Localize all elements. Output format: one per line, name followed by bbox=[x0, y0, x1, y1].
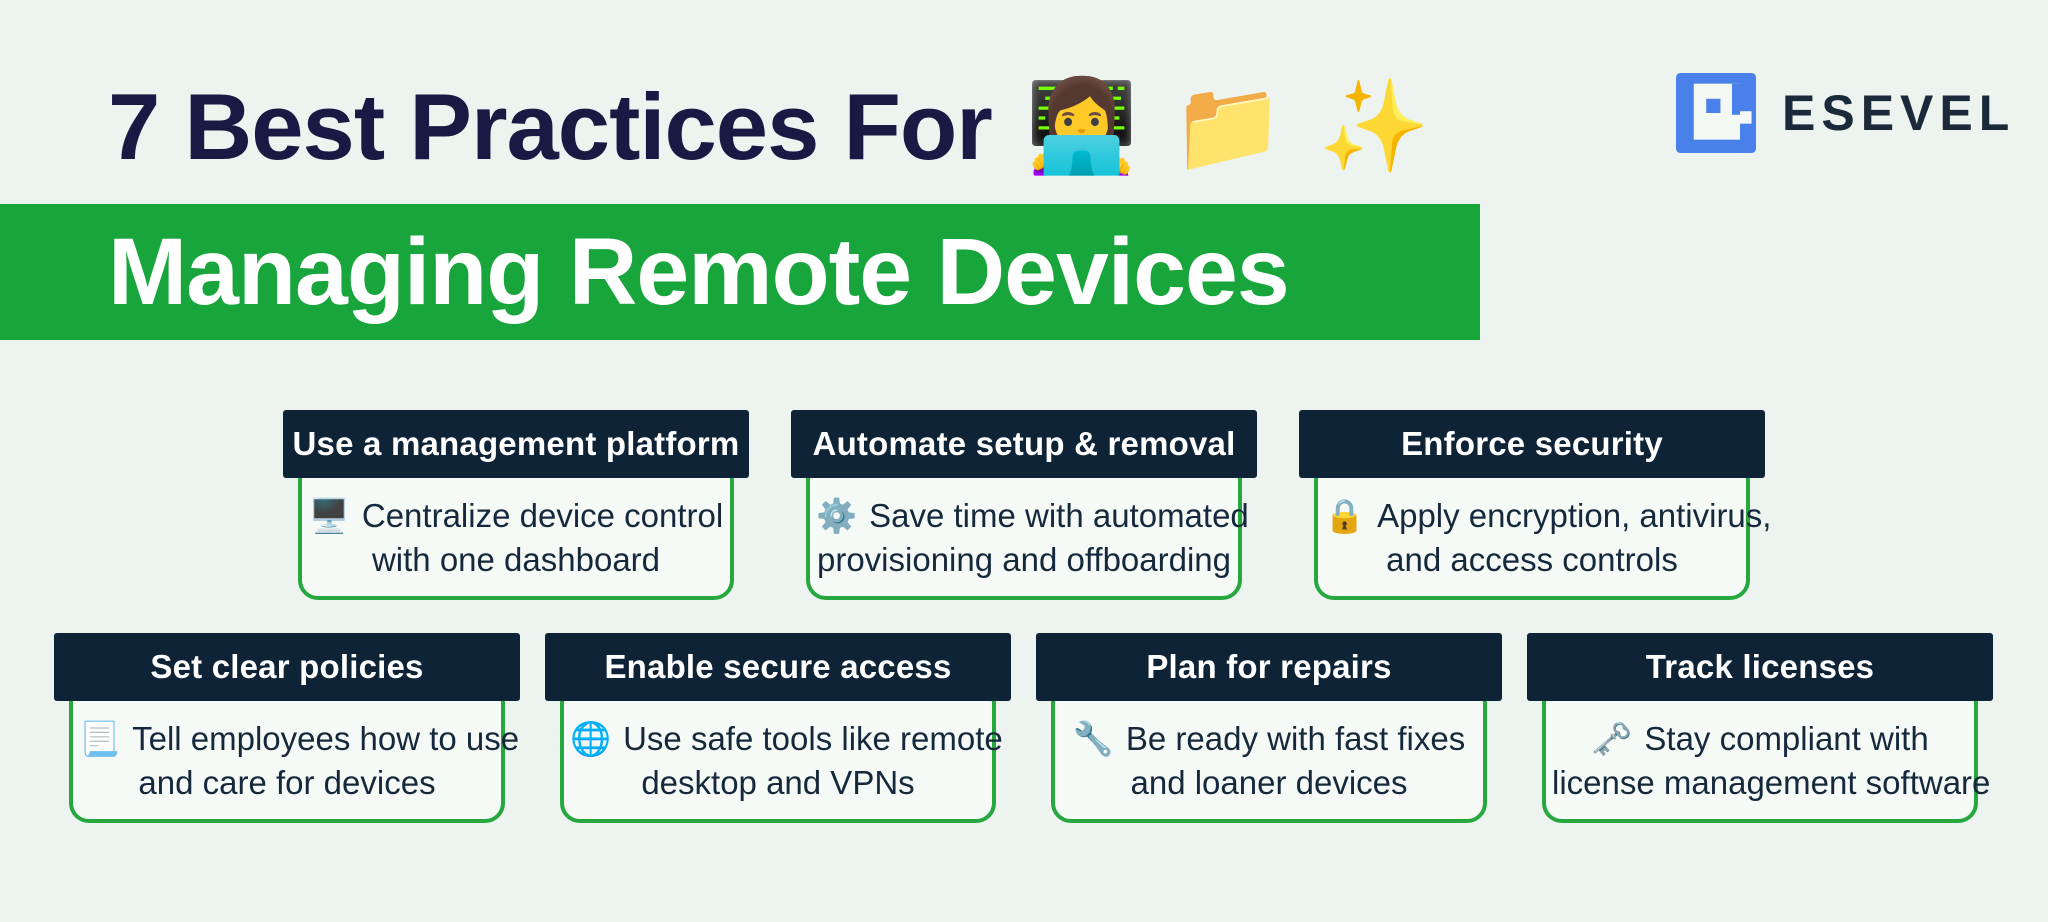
card-text-line: 🌐 Use safe tools like remote bbox=[570, 717, 1003, 761]
card-track-licenses: Track licenses 🗝️ Stay compliant with lic… bbox=[1527, 633, 1993, 823]
card-text-line: provisioning and offboarding bbox=[816, 541, 1232, 578]
gear-icon: ⚙️ bbox=[816, 497, 858, 534]
card-text-line: ⚙️ Save time with automated bbox=[816, 494, 1249, 538]
folder-icon: 📁 bbox=[1171, 77, 1285, 177]
card-body: 🌐 Use safe tools like remote desktop and … bbox=[560, 683, 1003, 823]
card-body: 📃 Tell employees how to use and care for … bbox=[69, 683, 519, 823]
card-body: 🗝️ Stay compliant with license management… bbox=[1542, 683, 1991, 823]
card-text-line: with one dashboard bbox=[371, 541, 661, 578]
card-text: Save time with automated bbox=[869, 497, 1249, 534]
cards-row-1: Use a management platform 🖥️ Centralize d… bbox=[283, 410, 1771, 600]
wrench-icon: 🔧 bbox=[1072, 720, 1114, 757]
card-text: Stay compliant with bbox=[1644, 720, 1929, 757]
card-body: 🔒 Apply encryption, antivirus, and access… bbox=[1314, 460, 1771, 600]
page-title-text: 7 Best Practices For bbox=[108, 74, 993, 179]
card-title: Set clear policies bbox=[54, 633, 520, 701]
card-title: Track licenses bbox=[1527, 633, 1993, 701]
subtitle-banner: Managing Remote Devices bbox=[0, 204, 1480, 340]
card-text-line: and access controls bbox=[1386, 541, 1678, 578]
subtitle-text: Managing Remote Devices bbox=[108, 218, 1290, 325]
globe-icon: 🌐 bbox=[570, 720, 612, 757]
card-plan-for-repairs: Plan for repairs 🔧 Be ready with fast fix… bbox=[1036, 633, 1502, 823]
woman-technologist-icon: 👩‍💻 bbox=[1025, 77, 1138, 177]
old-key-icon: 🗝️ bbox=[1591, 720, 1633, 757]
card-title: Use a management platform bbox=[283, 410, 749, 478]
card-text-line: 🖥️ Centralize device control bbox=[308, 494, 724, 538]
card-text-line: 🗝️ Stay compliant with bbox=[1552, 717, 1968, 761]
card-title: Enable secure access bbox=[545, 633, 1011, 701]
card-text-line: 📃 Tell employees how to use bbox=[79, 717, 519, 761]
card-text-line: 🔒 Apply encryption, antivirus, bbox=[1324, 494, 1771, 538]
card-text-line: 🔧 Be ready with fast fixes bbox=[1061, 717, 1477, 761]
card-set-clear-policies: Set clear policies 📃 Tell employees how t… bbox=[54, 633, 520, 823]
card-automate-setup-removal: Automate setup & removal ⚙️ Save time wit… bbox=[791, 410, 1257, 600]
card-text-line: desktop and VPNs bbox=[641, 764, 915, 801]
card-enforce-security: Enforce security 🔒 Apply encryption, anti… bbox=[1299, 410, 1771, 600]
card-text-line: license management software bbox=[1552, 764, 1991, 801]
card-text: Apply encryption, antivirus, bbox=[1377, 497, 1772, 534]
card-text: Use safe tools like remote bbox=[623, 720, 1003, 757]
card-use-a-management-platform: Use a management platform 🖥️ Centralize d… bbox=[283, 410, 749, 600]
esevel-logo-icon bbox=[1676, 73, 1756, 153]
card-title: Plan for repairs bbox=[1036, 633, 1502, 701]
card-body: 🔧 Be ready with fast fixes and loaner dev… bbox=[1051, 683, 1487, 823]
card-text: Be ready with fast fixes bbox=[1125, 720, 1466, 757]
sparkles-icon: ✨ bbox=[1318, 77, 1431, 177]
card-title: Automate setup & removal bbox=[791, 410, 1257, 478]
card-body: ⚙️ Save time with automated provisioning … bbox=[806, 460, 1249, 600]
card-title: Enforce security bbox=[1299, 410, 1765, 478]
page-title: 7 Best Practices For 👩‍💻 📁 ✨ bbox=[108, 80, 1430, 174]
card-enable-secure-access: Enable secure access 🌐 Use safe tools lik… bbox=[545, 633, 1011, 823]
brand-name: ESEVEL bbox=[1782, 85, 2016, 141]
card-text: Tell employees how to use bbox=[132, 720, 520, 757]
card-text-line: and care for devices bbox=[138, 764, 436, 801]
brand-logo: ESEVEL bbox=[1676, 73, 2015, 153]
desktop-computer-icon: 🖥️ bbox=[308, 497, 350, 534]
card-text: Centralize device control bbox=[361, 497, 724, 534]
card-text-line: and loaner devices bbox=[1130, 764, 1408, 801]
card-body: 🖥️ Centralize device control with one das… bbox=[298, 460, 734, 600]
cards-row-2: Set clear policies 📃 Tell employees how t… bbox=[54, 633, 1993, 823]
lock-icon: 🔒 bbox=[1324, 497, 1366, 534]
page-with-lines-icon: 📃 bbox=[79, 720, 121, 757]
